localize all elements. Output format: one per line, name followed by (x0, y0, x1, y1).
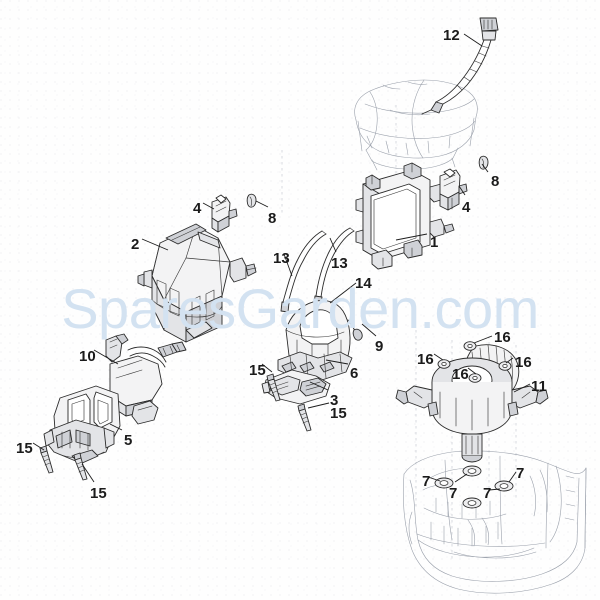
callout-5: 5 (124, 432, 133, 449)
part-4-bracket-left[interactable] (211, 194, 238, 233)
callout-6: 6 (350, 365, 359, 382)
part-4-bracket-right[interactable] (439, 168, 468, 211)
leader-16-top (473, 335, 493, 344)
leader-15-a (261, 363, 273, 373)
leader-5 (109, 423, 123, 431)
leader-6 (325, 359, 349, 365)
part-1-control-module[interactable] (355, 162, 455, 270)
part-2-battery-housing[interactable] (137, 223, 257, 343)
leader-8-right (481, 163, 489, 173)
callout-16-top: 16 (494, 329, 511, 346)
callout-4-right: 4 (462, 199, 471, 216)
leader-13-right (329, 237, 337, 253)
leader-7-left (427, 476, 441, 482)
leader-7-right (508, 471, 517, 483)
part-16-washers[interactable] (437, 341, 512, 383)
callout-13-left: 13 (273, 250, 290, 267)
part-6-handle-upper-shell[interactable] (277, 300, 353, 381)
leader-1 (395, 233, 428, 241)
callout-7-mid-right: 7 (483, 485, 492, 502)
washer-16-left (437, 359, 451, 369)
callout-15-a: 15 (249, 362, 266, 379)
leader-16-right (505, 357, 514, 364)
watermark: SparesGarden.com (61, 277, 539, 340)
callout-7-right: 7 (516, 465, 525, 482)
callout-13-right: 13 (331, 255, 348, 272)
callout-8-left: 8 (268, 210, 277, 227)
callout-4-left: 4 (193, 200, 202, 217)
leader-15-c (32, 442, 45, 451)
leader-14 (329, 282, 357, 304)
callout-9: 9 (375, 338, 384, 355)
leader-16-left (433, 353, 444, 361)
leader-15-d (81, 463, 95, 483)
lower-housing-phantom (402, 450, 587, 594)
part-15-screw-clamp-bottom[interactable] (73, 452, 88, 481)
callout-16-mid: 16 (452, 366, 469, 383)
callout-11: 11 (531, 378, 547, 395)
part-10-switch-assembly[interactable] (105, 333, 187, 425)
callout-2: 2 (131, 236, 140, 253)
leader-4-right (458, 185, 466, 196)
callout-14: 14 (355, 275, 372, 292)
leader-2 (141, 238, 169, 251)
leader-11 (513, 383, 531, 393)
callout-16-right: 16 (515, 354, 532, 371)
part-11-motor-assembly[interactable] (395, 344, 549, 463)
part-15-screw-handle-left[interactable] (266, 373, 281, 402)
shim-7-mid-upper (462, 465, 482, 477)
leader-3 (309, 381, 329, 391)
part-15-screw-handle-bottom[interactable] (297, 403, 312, 432)
part-7-shim-washers[interactable] (434, 465, 514, 509)
leader-7-mid-right (488, 488, 501, 491)
part-5-handle-clamp[interactable] (43, 385, 121, 465)
callout-7-left: 7 (422, 473, 431, 490)
part-8-clip-right[interactable] (478, 155, 489, 170)
callout-1: 1 (430, 234, 439, 251)
leader-4-left (202, 202, 215, 210)
leader-13-left (283, 253, 293, 277)
leader-8-left (255, 200, 269, 208)
part-15-screw-clamp-left[interactable] (39, 445, 54, 474)
leader-10 (93, 349, 119, 365)
shim-7-right (494, 480, 514, 492)
callout-12: 12 (443, 27, 460, 44)
callout-16-left: 16 (417, 351, 434, 368)
callout-15-b: 15 (330, 405, 347, 422)
washer-16-mid (468, 373, 482, 383)
callout-7-mid-left: 7 (449, 485, 458, 502)
callout-10: 10 (79, 348, 96, 365)
callout-15-c: 15 (16, 440, 33, 457)
part-12-cable-harness[interactable] (421, 17, 499, 115)
callout-8-right: 8 (491, 173, 500, 190)
shim-7-mid-lower (462, 497, 482, 509)
washer-16-top (463, 341, 477, 351)
leader-7-mid-left (454, 473, 468, 483)
leader-15-b (307, 402, 330, 409)
callout-3: 3 (330, 392, 339, 409)
washer-16-right (498, 361, 512, 371)
leader-9 (361, 323, 377, 337)
part-8-clip-left[interactable] (246, 193, 257, 208)
callout-15-d: 15 (90, 485, 107, 502)
leader-12 (463, 33, 483, 47)
part-9-cable-grommet[interactable] (347, 319, 363, 341)
leader-16-mid (467, 367, 477, 375)
